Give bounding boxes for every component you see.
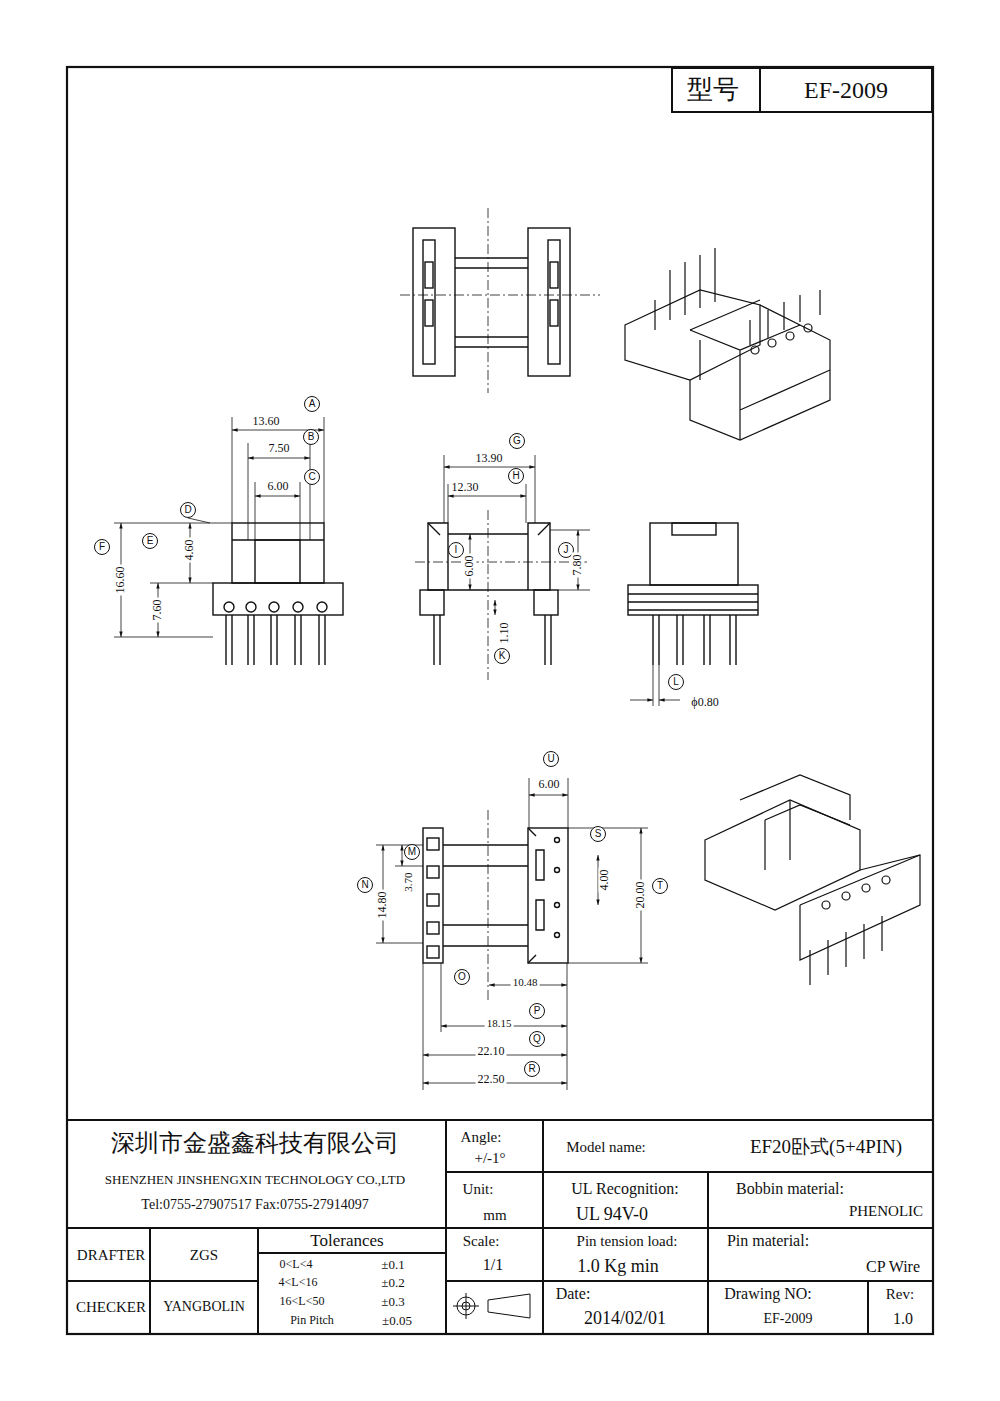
title-block-cell: DRAFTER [75, 1247, 147, 1264]
callout-letter: A [304, 396, 320, 412]
callout-letter: I [448, 542, 464, 558]
dimension-label: 13.60 [251, 415, 282, 428]
callout-letter: R [524, 1061, 540, 1077]
title-block-cell: Pin Pitch [288, 1314, 336, 1327]
dimension-label: 10.48 [511, 976, 540, 988]
title-block-cell: 深圳市金盛鑫科技有限公司 [109, 1130, 401, 1156]
callout-letter: D [180, 502, 196, 518]
title-block-cell: 1.0 Kg min [575, 1257, 661, 1277]
dimension-label: 3.70 [402, 870, 414, 893]
dimension-label: 20.00 [634, 880, 647, 911]
dimension-label: 16.60 [114, 565, 127, 596]
title-block-cell: Model name: [564, 1139, 648, 1156]
callout-letter: C [304, 469, 320, 485]
callout-letter: L [668, 674, 684, 690]
title-block-cell: mm [481, 1207, 508, 1224]
title-block-cell: 2014/02/01 [582, 1309, 668, 1329]
title-block-cell: PHENOLIC [847, 1203, 925, 1220]
title-block-cell: Tel:0755-27907517 Fax:0755-27914097 [139, 1197, 370, 1212]
dimension-label: 13.90 [474, 452, 505, 465]
dimension-label: 6.00 [463, 554, 476, 579]
dimension-label: 4.60 [183, 538, 196, 563]
dimension-label: ϕ0.80 [689, 696, 720, 709]
title-block-cell: Unit: [461, 1181, 496, 1198]
dimension-label: 22.10 [476, 1045, 507, 1058]
dimension-label: EF-2009 [802, 77, 890, 103]
dimension-label: 7.50 [267, 442, 292, 455]
callout-letter: T [652, 878, 668, 894]
callout-letter: M [404, 844, 420, 860]
title-block-cell: Tolerances [308, 1232, 385, 1251]
title-block-cell: 1/1 [481, 1256, 505, 1274]
title-block-cell: Drawing NO: [722, 1285, 814, 1303]
dimension-label: 6.00 [537, 778, 562, 791]
dimension-label: 7.80 [571, 553, 584, 578]
title-block-cell: ZGS [188, 1247, 220, 1264]
title-block-cell: ±0.3 [379, 1295, 406, 1309]
title-block-cell: CHECKER [74, 1299, 148, 1316]
title-block-cell: Pin material: [725, 1232, 811, 1250]
callout-letter: B [303, 429, 319, 445]
title-block-cell: EF20卧式(5+4PIN) [748, 1137, 904, 1158]
callout-letter: G [509, 433, 525, 449]
title-block-cell: 4<L<16 [277, 1276, 320, 1289]
callout-letter: S [590, 826, 606, 842]
title-block-cell: 1.0 [891, 1310, 915, 1328]
callout-letter: P [529, 1003, 545, 1019]
dimension-label: 型号 [685, 76, 741, 105]
title-block-cell: Date: [554, 1285, 593, 1303]
dimension-label: 12.30 [450, 481, 481, 494]
title-block-cell: Angle: [459, 1129, 504, 1146]
callout-letter: N [357, 877, 373, 893]
title-block-cell: ±0.2 [379, 1276, 406, 1290]
callout-letter: Q [529, 1031, 545, 1047]
title-block-cell: UL Recognition: [569, 1180, 680, 1198]
title-block-cell: 16<L<50 [278, 1295, 327, 1308]
dimension-label: 18.15 [485, 1017, 514, 1029]
dimension-label: 14.80 [376, 890, 389, 921]
title-block-cell: ±0.05 [380, 1314, 414, 1328]
dimension-label: 1.10 [498, 621, 511, 646]
title-block-cell: CP Wire [864, 1258, 922, 1276]
title-block-cell: EF-2009 [762, 1311, 815, 1326]
callout-letter: E [142, 533, 158, 549]
dimension-label: 7.60 [151, 598, 164, 623]
title-block-cell: UL 94V-0 [574, 1205, 650, 1225]
title-block-cell: Pin tension load: [575, 1233, 680, 1250]
dimension-label: 22.50 [476, 1073, 507, 1086]
title-block-cell: YANGBOLIN [161, 1299, 247, 1314]
title-block-cell: Bobbin material: [734, 1180, 846, 1198]
callout-letter: K [494, 648, 510, 664]
title-block-cell: Rev: [884, 1286, 916, 1303]
title-block-cell: 0<L<4 [278, 1258, 315, 1271]
callout-letter: U [543, 751, 559, 767]
title-block-cell: ±0.1 [379, 1258, 406, 1272]
callout-letter: H [508, 468, 524, 484]
title-block-cell: Scale: [461, 1233, 502, 1250]
dimension-label: 6.00 [266, 480, 291, 493]
title-block-cell: SHENZHEN JINSHENGXIN TECHNOLOGY CO.,LTD [103, 1173, 407, 1187]
title-block-cell: +/-1° [472, 1150, 507, 1167]
callout-letter: F [94, 539, 110, 555]
dimension-label: 4.00 [598, 868, 611, 893]
callout-letter: O [454, 969, 470, 985]
